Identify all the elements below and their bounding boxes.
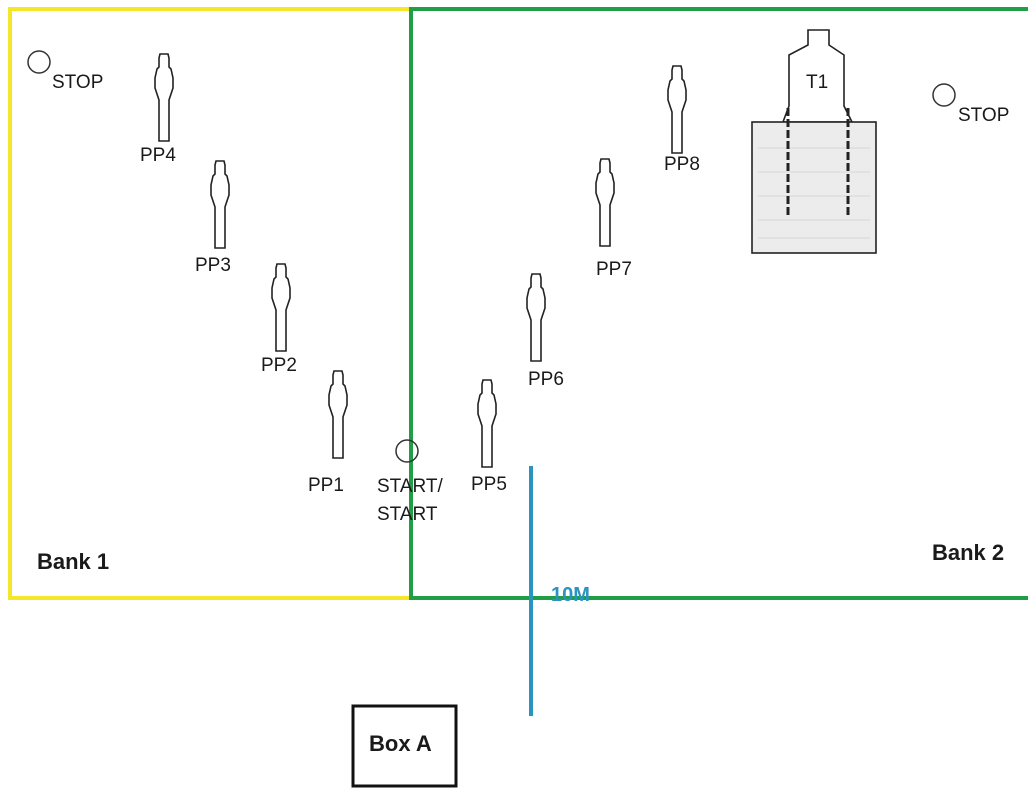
stop-label-bank1: STOP (52, 72, 104, 93)
bank2-label: Bank 2 (932, 540, 1005, 565)
start-label-line2: START (377, 504, 438, 525)
pistol-target-pp4 (154, 53, 174, 142)
start-label-line1: START/ (377, 476, 443, 497)
pistol-target-label-pp7: PP7 (596, 259, 632, 280)
pistol-target-pp2 (271, 263, 291, 352)
bank2-boundary (409, 7, 1028, 600)
pistol-target-label-pp1: PP1 (308, 475, 344, 496)
pistol-target-pp1 (328, 370, 348, 459)
stop-marker-bank2 (932, 83, 956, 107)
pistol-target-label-pp5: PP5 (471, 474, 507, 495)
pistol-target-label-pp4: PP4 (140, 145, 176, 166)
pistol-target-label-pp6: PP6 (528, 369, 564, 390)
pistol-target-pp6 (526, 273, 546, 362)
stop-label-bank2: STOP (958, 105, 1010, 126)
pistol-target-label-pp8: PP8 (664, 154, 700, 175)
distance-label: 10M (551, 584, 590, 606)
pistol-target-label-pp2: PP2 (261, 355, 297, 376)
start-marker (395, 439, 419, 463)
bank1-label: Bank 1 (37, 549, 110, 574)
barricade (751, 108, 877, 254)
box-a-label: Box A (369, 731, 432, 756)
box-a (351, 704, 458, 788)
bank1-boundary (8, 7, 413, 600)
pistol-target-label-pp3: PP3 (195, 255, 231, 276)
pistol-target-pp7 (595, 158, 615, 247)
pistol-target-pp5 (477, 379, 497, 468)
stop-marker-bank1 (27, 50, 51, 74)
pistol-target-pp8 (667, 65, 687, 154)
pistol-target-pp3 (210, 160, 230, 249)
steel-target-label-t1: T1 (806, 72, 829, 93)
